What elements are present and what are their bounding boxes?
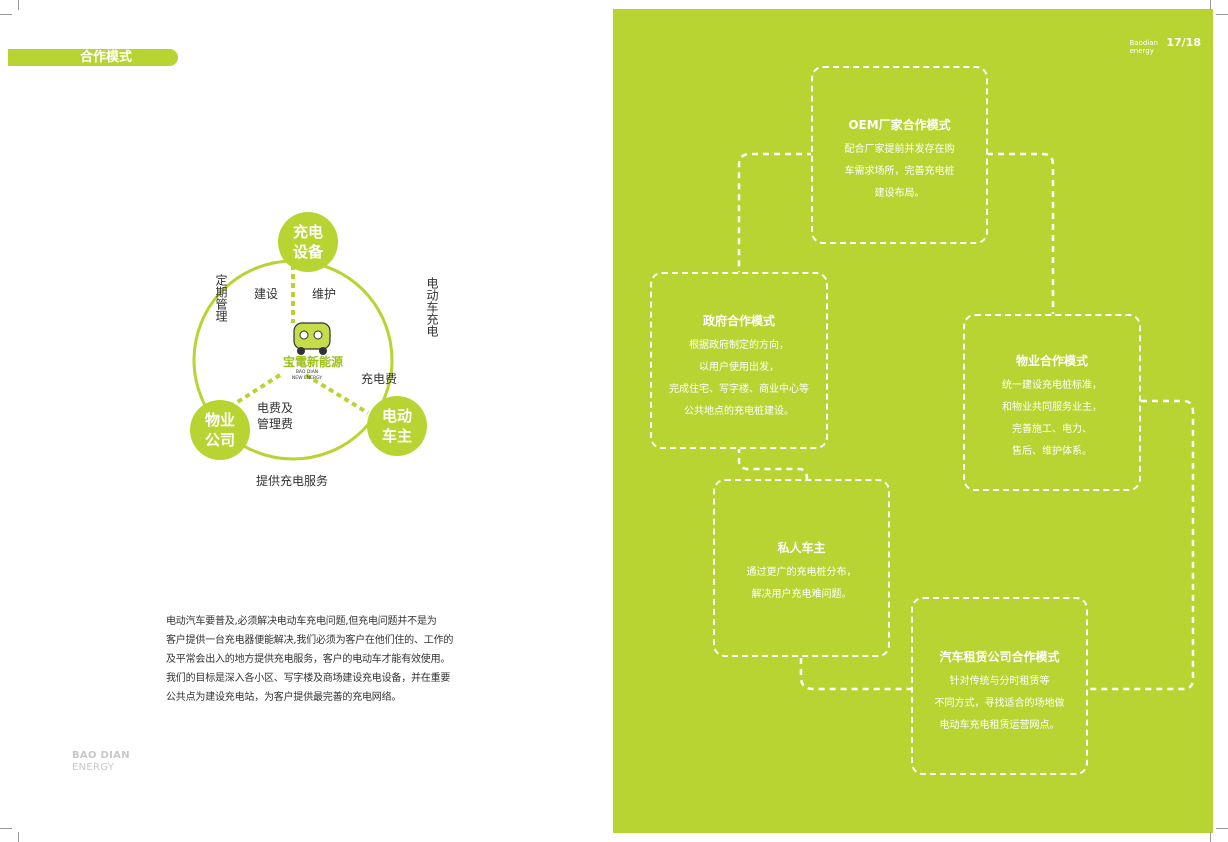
label-management-fee: 管理费	[257, 416, 293, 431]
box-property-title: 物业合作模式	[1015, 354, 1088, 368]
box-property-line: 完善施工、电力、	[1012, 424, 1092, 435]
paragraph-line: 我们的目标是深入各小区、写字楼及商场建设充电设备，并在重要	[166, 673, 451, 684]
brand-mark: Baodian energy	[1130, 39, 1159, 55]
label-build: 建设	[254, 287, 278, 301]
node-property-company: 物业 公司	[190, 400, 250, 460]
footer-brand-line1: BAO DIAN	[72, 750, 130, 761]
box-property-line: 售后、维护体系。	[1012, 446, 1092, 457]
crop-mark	[1216, 14, 1228, 15]
section-title: 合作模式	[80, 50, 133, 65]
box-oem-line: 配合厂家提前并发存在购	[844, 144, 955, 155]
spoke-left	[218, 373, 282, 415]
paragraph-line: 公共点为建设充电站，为客户提供最完善的充电网络。	[166, 692, 402, 703]
node-top-line1: 充电	[293, 223, 323, 241]
connector-property-rental	[1089, 399, 1195, 691]
box-rental-cooperation: 汽车租赁公司合作模式 针对传统与分时租赁等 不同方式，寻找适合的场地做 电动车充…	[911, 597, 1088, 775]
node-top-line2: 设备	[293, 243, 324, 261]
brand-mark-line2: energy	[1129, 47, 1154, 55]
crop-mark	[18, 0, 19, 10]
logo-mascot-icon	[293, 322, 331, 350]
node-ev-owner: 电动 车主	[367, 396, 427, 456]
box-private-title: 私人车主	[777, 541, 826, 555]
section-title-tab: 合作模式	[8, 49, 178, 66]
box-oem-line: 建设布局。	[874, 188, 925, 199]
label-electric-fee: 电费及	[257, 401, 293, 415]
description-paragraph: 电动汽车要普及,必须解决电动车充电问题,但充电问题并不是为 客户提供一台充电器便…	[166, 612, 466, 707]
box-property-line: 统一建设充电桩标准，	[1002, 380, 1102, 391]
crop-mark	[0, 828, 12, 829]
spoke-right	[304, 373, 370, 415]
box-oem-title: OEM厂家合作模式	[848, 118, 951, 132]
logo-en-line2: NEW ENERGY	[292, 375, 323, 381]
label-ev-charging: 电动车充电	[425, 277, 439, 337]
box-gov-title: 政府合作模式	[702, 314, 775, 328]
box-private-owner: 私人车主 通过更广的充电桩分布， 解决用户充电难问题。	[713, 479, 890, 657]
box-oem-line: 车需求场所，完善充电桩	[844, 166, 955, 177]
label-provide-charging-service: 提供充电服务	[256, 473, 328, 488]
node-charging-equipment: 充电 设备	[278, 212, 338, 272]
box-government-cooperation: 政府合作模式 根据政府制定的方向， 以用户使用出发， 完成住宅、写字楼、商业中心…	[650, 272, 828, 449]
crop-mark	[1210, 0, 1211, 10]
box-private-line: 解决用户充电难问题。	[751, 589, 852, 600]
footer-brand-line2: ENERGY	[72, 762, 115, 773]
logo-en-line1: BAO DIAN	[296, 369, 318, 375]
box-rental-line: 电动车充电租赁运营网点。	[939, 720, 1060, 731]
connector-oem-property	[987, 152, 1055, 317]
paragraph-line: 及平常会出入的地方提供充电服务，客户的电动车才能有效使用。	[166, 654, 451, 665]
crop-mark	[1216, 828, 1228, 829]
left-page: 合作模式 充电 设备 物业 公司 电动 车主 定期管理 电动车充电 提供充电服务	[0, 0, 612, 842]
connector-lines	[737, 152, 1195, 691]
connector-gov-private	[737, 447, 809, 480]
page-number: 17/18	[1166, 36, 1201, 49]
box-private-line: 通过更广的充电桩分布，	[746, 567, 857, 578]
box-rental-title: 汽车租赁公司合作模式	[939, 650, 1060, 664]
brand-mark-line1: Baodian	[1129, 39, 1159, 47]
center-logo: 宝電新能源 BAO DIAN NEW ENERGY	[283, 322, 343, 381]
box-rental-line: 不同方式，寻找适合的场地做	[934, 698, 1065, 709]
box-gov-line: 以用户使用出发，	[699, 362, 779, 373]
node-right-line1: 电动	[382, 407, 412, 425]
footer-brand: BAO DIAN ENERGY	[72, 750, 130, 774]
node-left-line1: 物业	[205, 411, 235, 429]
crop-mark	[0, 14, 12, 15]
box-property-line: 和物业共同服务业主，	[1002, 402, 1102, 413]
connector-oem-gov	[737, 152, 813, 274]
box-gov-line: 根据政府制定的方向，	[689, 340, 789, 351]
box-gov-line: 完成住宅、写字楼、商业中心等	[669, 384, 809, 395]
right-page: Baodian energy 17/18 OEM厂家合作模式 配合厂家提前并发存…	[613, 9, 1213, 833]
label-maintain: 维护	[312, 287, 336, 301]
box-rental-line: 针对传统与分时租赁等	[949, 676, 1050, 687]
paragraph-line: 客户提供一台充电器便能解决,我们必须为客户在他们住的、工作的	[166, 635, 454, 646]
node-right-line2: 车主	[382, 427, 412, 445]
connector-private-rental	[799, 647, 913, 691]
crop-mark	[1210, 832, 1211, 842]
box-oem-cooperation: OEM厂家合作模式 配合厂家提前并发存在购 车需求场所，完善充电桩 建设布局。	[811, 66, 988, 244]
cooperation-cycle-diagram: 充电 设备 物业 公司 电动 车主 定期管理 电动车充电 提供充电服务 建设 维…	[180, 212, 439, 488]
logo-cn-text: 宝電新能源	[283, 354, 343, 369]
node-left-line2: 公司	[205, 431, 235, 449]
crop-mark	[18, 832, 19, 842]
box-property-cooperation: 物业合作模式 统一建设充电桩标准， 和物业共同服务业主， 完善施工、电力、 售后…	[963, 314, 1141, 491]
label-charging-fee: 充电费	[361, 371, 397, 386]
box-gov-line: 公共地点的充电桩建设。	[684, 406, 794, 417]
paragraph-line: 电动汽车要普及,必须解决电动车充电问题,但充电问题并不是为	[166, 616, 437, 627]
